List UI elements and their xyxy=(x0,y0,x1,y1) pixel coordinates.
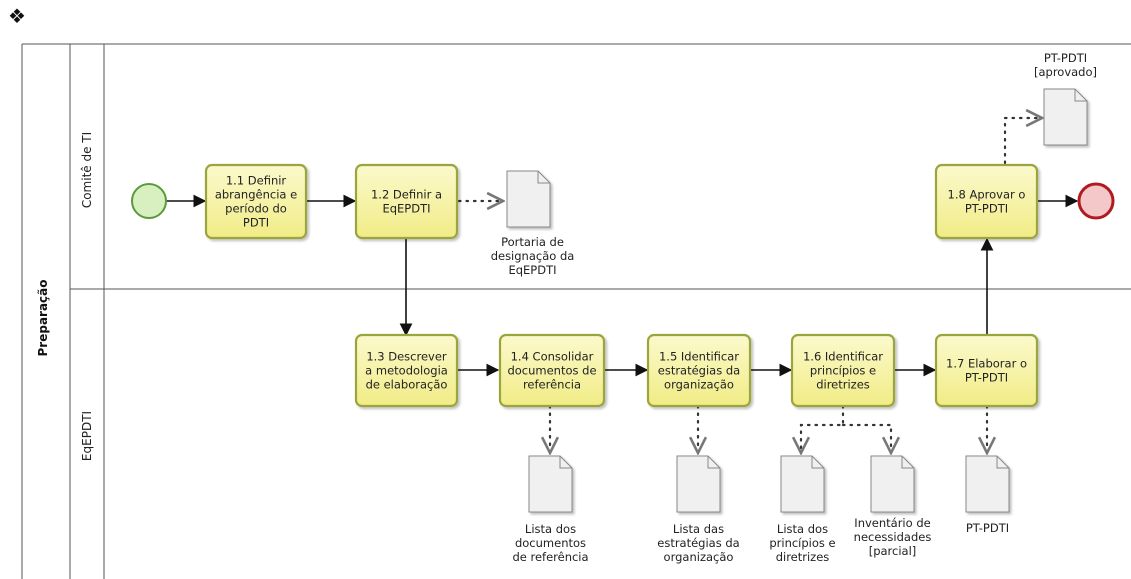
document-icon[interactable] xyxy=(1043,88,1088,146)
task-box[interactable] xyxy=(934,333,1039,408)
assoc-1-8-doc xyxy=(1003,118,1042,165)
document-icon[interactable] xyxy=(965,455,1010,513)
document-label: PT-PDTI xyxy=(966,521,1009,535)
assoc-1-6-doc-b xyxy=(841,423,891,453)
document-fold xyxy=(901,456,914,469)
document-d17[interactable]: PT-PDTI xyxy=(965,455,1010,535)
document-fold xyxy=(811,456,824,469)
pool-label: Preparação xyxy=(36,279,50,356)
document-fold xyxy=(537,171,550,184)
task-box[interactable] xyxy=(646,333,752,408)
document-icon[interactable] xyxy=(780,455,825,513)
document-icon[interactable] xyxy=(676,455,721,513)
document-icon[interactable] xyxy=(506,170,551,228)
document-label: PT-PDTI[aprovado] xyxy=(1034,51,1097,79)
task-box[interactable] xyxy=(354,333,459,408)
document-d18[interactable]: PT-PDTI[aprovado] xyxy=(1034,51,1097,146)
document-fold xyxy=(559,456,572,469)
pool-frame xyxy=(21,43,1131,579)
task-box[interactable] xyxy=(354,163,459,240)
task-box[interactable] xyxy=(204,163,308,240)
task-box[interactable] xyxy=(934,163,1039,240)
data-associations xyxy=(457,118,1042,453)
start-event[interactable] xyxy=(131,183,167,219)
sequence-flows xyxy=(166,194,1079,377)
diamond-ornament-icon: ❖ xyxy=(8,4,26,28)
document-fold xyxy=(707,456,720,469)
assoc-1-6-doc-a xyxy=(801,404,845,453)
task-box[interactable] xyxy=(790,333,896,408)
end-event[interactable] xyxy=(1077,182,1115,220)
lane-label-comite: Comitê de TI xyxy=(80,132,94,208)
task-box[interactable] xyxy=(498,333,606,408)
document-fold xyxy=(1074,89,1087,102)
document-fold xyxy=(996,456,1009,469)
document-icon[interactable] xyxy=(528,455,573,513)
document-icon[interactable] xyxy=(870,455,915,513)
lane-label-eqepdti: EqEPDTI xyxy=(80,411,94,461)
